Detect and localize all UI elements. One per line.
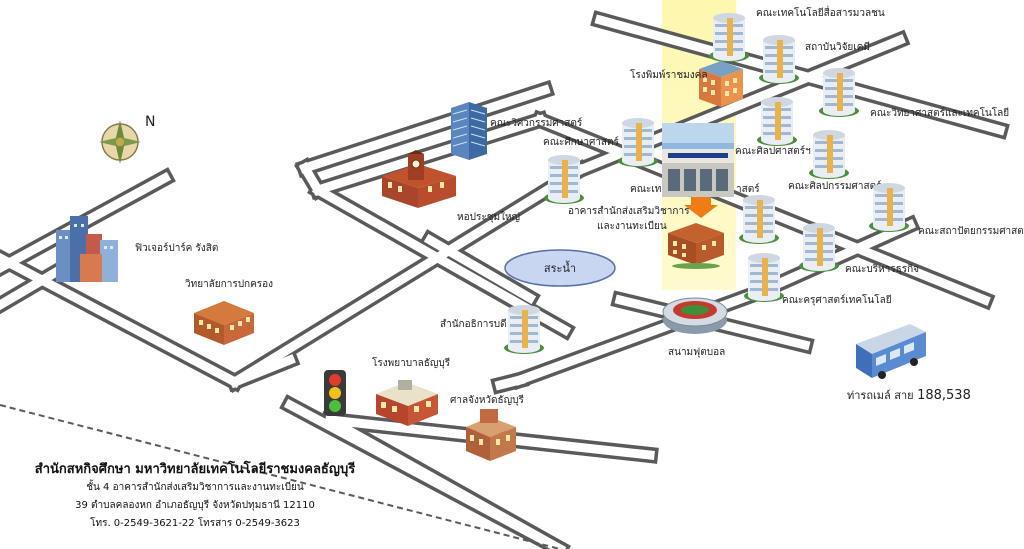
hospital-icon	[376, 380, 438, 426]
brick-building-icon	[699, 61, 743, 107]
label-mass-comm: คณะเทคโนโลยีสื่อสารมวลชน	[756, 8, 885, 19]
stadium-icon	[662, 297, 728, 334]
address-line-2: 39 ตำบลคลองหก อำเภอธัญบุรี จังหวัดปทุมธา…	[75, 500, 315, 511]
label-fine-arts: คณะศิลปกรรมศาสตร์	[788, 181, 882, 192]
label-academic-building-2: และงานทะเบียน	[597, 221, 667, 232]
label-printing-house: โรงพิมพ์ราชมงคล	[630, 70, 708, 81]
bus-stop-label: ท่ารถเมล์ สาย 188,538	[847, 386, 971, 404]
roads-inner	[0, 14, 1006, 549]
label-engineering: คณะวิศวกรรมศาสตร์	[490, 118, 583, 129]
round-building-icon	[739, 195, 779, 244]
clock-tower-hall-icon	[382, 150, 456, 208]
label-hospital: โรงพยาบาลธัญบุรี	[372, 358, 451, 369]
round-building-icon	[819, 68, 859, 117]
label-president-office: สำนักอธิการบดี	[440, 319, 507, 330]
court-building-icon	[466, 409, 516, 461]
office-tower-icon	[451, 102, 487, 160]
label-partial-tail: าสตร์	[736, 184, 760, 195]
bus-routes: 188,538	[917, 388, 971, 403]
arrow-icon	[684, 195, 718, 218]
round-building-icon	[709, 13, 749, 62]
label-academic-building: อาคารสำนักส่งเสริมวิชาการ	[568, 206, 690, 217]
label-tech-ed: คณะครุศาสตร์เทคโนโลยี	[782, 295, 892, 306]
label-stadium: สนามฟุตบอล	[668, 347, 726, 358]
round-building-icon	[757, 97, 797, 146]
pond	[504, 249, 616, 287]
pond-label: สระน้ำ	[544, 260, 576, 275]
round-building-icon	[744, 253, 784, 302]
round-building-icon	[504, 305, 544, 354]
address-title: สำนักสหกิจศึกษา มหาวิทยาลัยเทคโนโลยีราชม…	[34, 462, 356, 477]
brick-building-icon	[668, 223, 724, 269]
building-photo	[662, 123, 734, 197]
label-science: คณะวิทยาศาสตร์และเทคโนโลยี	[870, 108, 1010, 119]
label-education: คณะศึกษาศาสตร์	[543, 137, 619, 148]
round-building-icon	[809, 130, 849, 179]
round-building-icon	[759, 35, 799, 84]
railway-line	[0, 404, 561, 549]
label-admin-college: วิทยาลัยการปกครอง	[185, 279, 274, 290]
label-fewchur-park: ฟิวเจอร์ปาร์ค รังสิต	[135, 243, 219, 254]
round-building-icon	[618, 118, 658, 167]
label-partial-cut: คณะเท	[630, 184, 662, 195]
skyscrapers-icon	[56, 216, 118, 282]
address-line-3: โทร. 0-2549-3621-22 โทรสาร 0-2549-3623	[90, 518, 300, 529]
traffic-light-icon	[324, 370, 346, 416]
round-building-icon	[869, 183, 909, 232]
label-chem-institute: สถาบันวิจัยเคมี	[805, 42, 870, 53]
label-provincial-hall: ศาลจังหวัดธัญบุรี	[450, 395, 524, 406]
school-building-icon	[194, 301, 254, 345]
address-line-1: ชั้น 4 อาคารสำนักส่งเสริมวิชาการและงานทะ…	[86, 482, 304, 493]
label-grand-hall: หอประชุมใหญ่	[457, 212, 521, 223]
label-architecture: คณะสถาปัตยกรรมศาสตร์	[918, 226, 1024, 237]
compass-icon	[99, 120, 141, 164]
bus-icon	[856, 324, 926, 379]
label-business: คณะบริหารธุรกิจ	[845, 264, 920, 275]
round-building-icon	[799, 223, 839, 272]
label-liberal-arts: คณะศิลปศาสตร์ฯ	[735, 146, 811, 157]
bus-label: ท่ารถเมล์ สาย	[847, 389, 914, 402]
round-building-icon	[544, 155, 584, 204]
north-label: N	[145, 114, 156, 130]
